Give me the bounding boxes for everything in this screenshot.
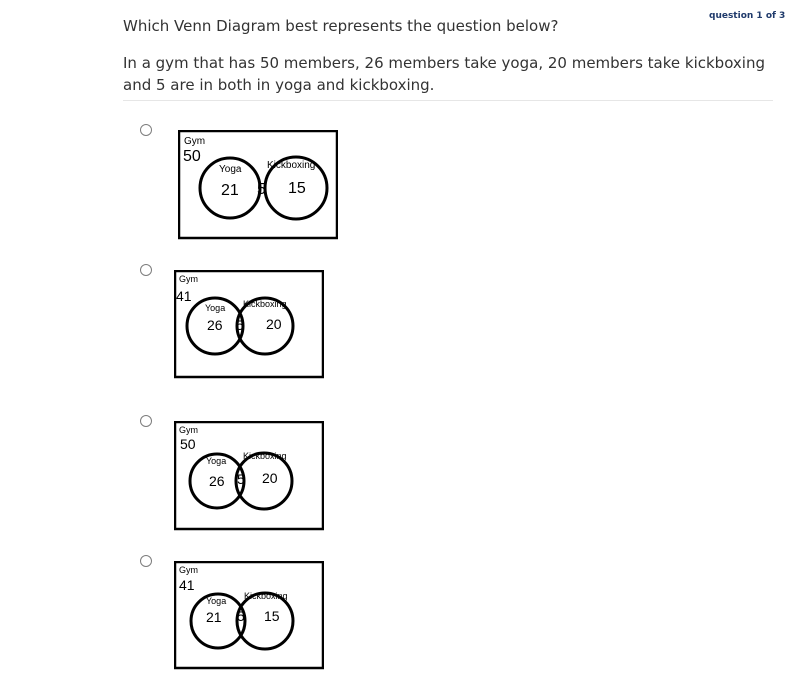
option-2-radio[interactable] (140, 264, 152, 276)
gym-box (174, 421, 324, 531)
divider (123, 100, 773, 101)
option-3-venn-diagram[interactable]: Gym 50 Yoga Kickboxing 26 5 20 (174, 421, 324, 531)
kickboxing-label: Kickboxing (243, 451, 287, 461)
gym-total: 50 (180, 436, 196, 452)
kickboxing-circle (235, 296, 295, 356)
option-1-venn-diagram[interactable]: Gym 50 Yoga Kickboxing 21 5 15 (178, 130, 338, 240)
kickboxing-only-value: 15 (288, 180, 306, 197)
kickboxing-circle (235, 591, 295, 651)
overlap-value: 5 (237, 608, 245, 624)
kickboxing-circle (263, 155, 329, 221)
question-title: Which Venn Diagram best represents the q… (123, 17, 559, 35)
yoga-circle (198, 156, 262, 220)
kickboxing-label: Kickboxing (243, 299, 287, 309)
kickboxing-only-value: 15 (264, 608, 280, 624)
gym-label: Gym (179, 425, 198, 435)
question-counter: question 1 of 3 (709, 11, 786, 21)
gym-total: 41 (179, 577, 195, 593)
overlap-value: 5 (257, 181, 266, 198)
yoga-label: Yoga (219, 164, 242, 175)
option-4-venn-diagram[interactable]: Gym 41 Yoga Kickboxing 21 5 15 (174, 561, 324, 671)
overlap-value: 5 (236, 317, 244, 333)
gym-total: 41 (176, 288, 192, 304)
yoga-circle (185, 296, 245, 356)
gym-total: 50 (183, 148, 201, 165)
kickboxing-label: Kickboxing (244, 591, 288, 601)
yoga-circle (189, 592, 247, 650)
gym-label: Gym (179, 274, 198, 284)
yoga-label: Yoga (205, 303, 225, 313)
yoga-only-value: 26 (209, 473, 225, 489)
option-2-venn-diagram[interactable]: Gym 41 Yoga Kickboxing 26 5 20 (174, 270, 324, 380)
option-4-radio[interactable] (140, 555, 152, 567)
option-1-radio[interactable] (140, 124, 152, 136)
option-3-radio[interactable] (140, 415, 152, 427)
kickboxing-only-value: 20 (266, 316, 282, 332)
gym-box (174, 270, 324, 379)
yoga-only-value: 26 (207, 317, 223, 333)
overlap-value: 5 (237, 471, 245, 487)
question-text: In a gym that has 50 members, 26 members… (123, 54, 765, 94)
yoga-only-value: 21 (221, 182, 239, 199)
gym-box (174, 561, 324, 670)
gym-label: Gym (184, 136, 205, 147)
gym-label: Gym (179, 565, 198, 575)
gym-box (178, 130, 338, 240)
yoga-label: Yoga (206, 596, 226, 606)
kickboxing-label: Kickboxing (267, 160, 315, 171)
yoga-circle (188, 452, 246, 510)
yoga-only-value: 21 (206, 609, 222, 625)
kickboxing-circle (234, 451, 294, 511)
kickboxing-only-value: 20 (262, 470, 278, 486)
question-block: Which Venn Diagram best represents the q… (123, 16, 778, 96)
yoga-label: Yoga (206, 456, 226, 466)
